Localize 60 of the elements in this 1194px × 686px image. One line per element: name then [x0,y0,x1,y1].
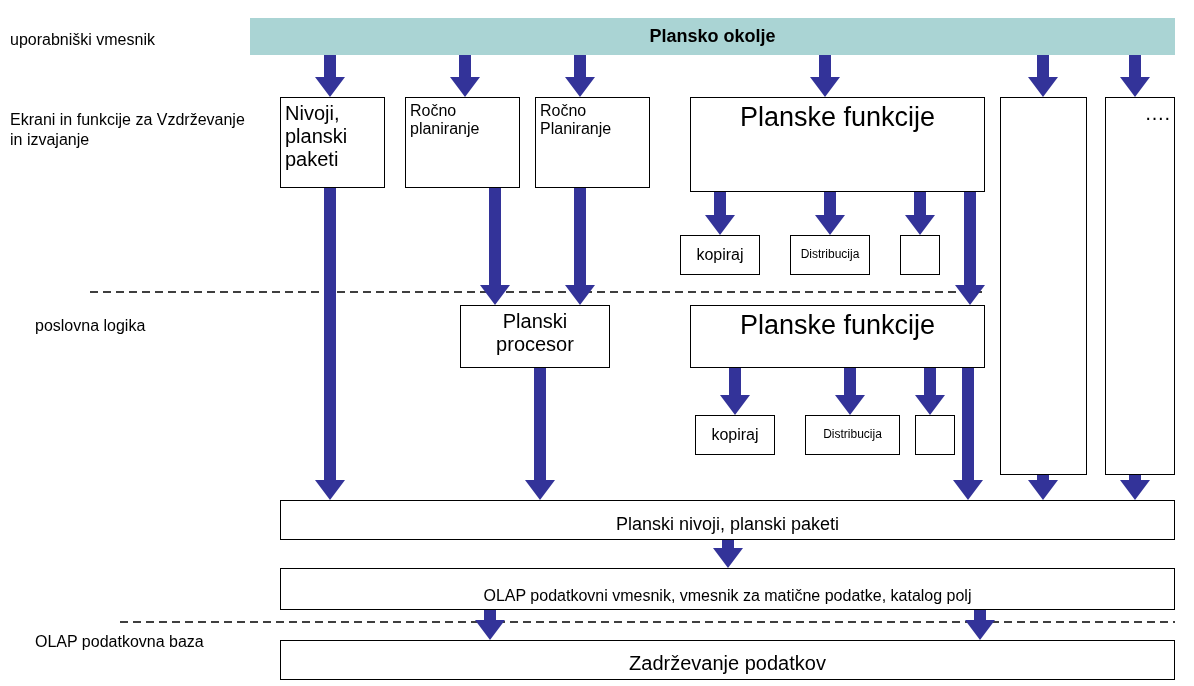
box-label: Ročno Planiranje [540,102,613,139]
arrow [713,540,743,568]
layer-label: Ekrani in funkcije za Vzdrževanje in izvajanje [10,110,246,150]
empty-box [1000,97,1087,475]
arrow [953,368,983,500]
arrow [965,610,995,640]
arrow [1028,55,1058,97]
layer-label: uporabniški vmesnik [10,30,156,50]
arrow [565,55,595,97]
process-box [280,500,1175,540]
process-box [690,97,985,192]
process-box [405,97,520,188]
arrow [315,55,345,97]
process-box [695,415,775,455]
arrow [475,610,505,640]
arrow [1120,475,1150,500]
box-label: Planski procesor [495,310,575,356]
arrow [525,368,555,500]
box-label: Ročno planiranje [410,102,481,139]
process-box [790,235,870,275]
process-box [280,97,385,188]
box-label: kopiraj [711,425,759,445]
arrow [810,55,840,97]
process-box [280,568,1175,610]
arrow [915,368,945,415]
arrow [1120,55,1150,97]
layer-label: OLAP podatkovna baza [35,632,205,652]
header-bar [250,18,1175,55]
arrow [905,192,935,235]
process-box [690,305,985,368]
box-label: kopiraj [696,245,744,265]
arrow [720,368,750,415]
arrow [450,55,480,97]
arrow [955,192,985,305]
arrow [705,192,735,235]
layer-label: poslovna logika [35,316,147,336]
arrow [1028,475,1058,500]
arrow [315,188,345,500]
box-label: Nivoji, planski paketi [285,102,349,171]
box-label: Plansko okolje [649,26,776,47]
box-label: Planske funkcije [739,310,936,342]
arrow [480,188,510,305]
box-label: Distribucija [800,248,860,262]
box-label: OLAP podatkovni vmesnik, vmesnik za matične podatke, katalog polj [483,586,972,605]
box-label: Zadrževanje podatkov [629,652,826,675]
arrow [815,192,845,235]
process-box [680,235,760,275]
box-label: Distribucija [823,428,882,442]
empty-box [915,415,955,455]
process-box [1105,97,1175,475]
box-label: Planske funkcije [739,102,936,134]
box-label: …. [1144,102,1170,125]
process-box [280,640,1175,680]
arrow [565,188,595,305]
box-label: Planski nivoji, planski paketi [615,514,840,535]
arrow [835,368,865,415]
process-box [535,97,650,188]
process-box [460,305,610,368]
process-box [805,415,900,455]
empty-box [900,235,940,275]
